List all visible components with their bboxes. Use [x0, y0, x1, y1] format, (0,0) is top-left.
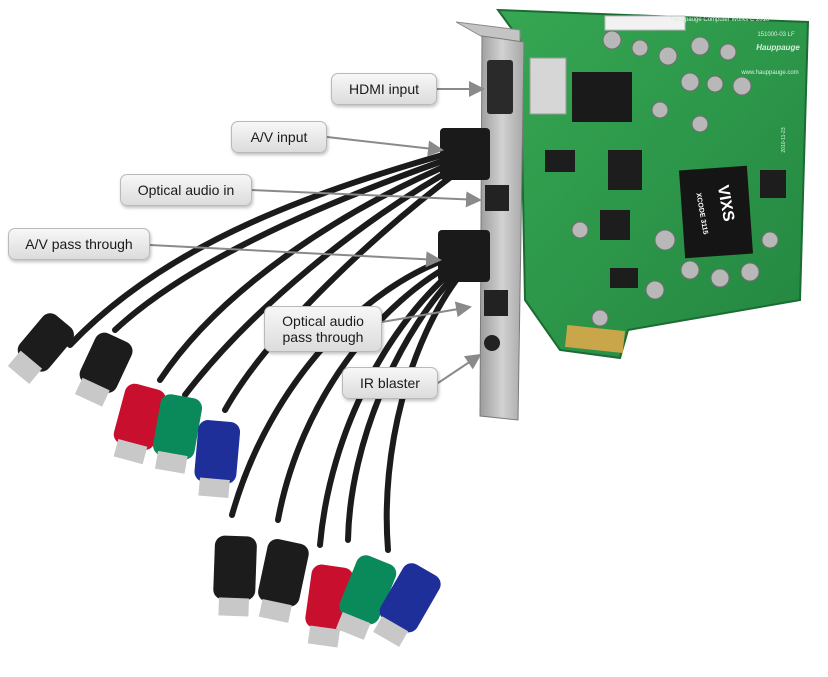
- rca-connectors-upper: [7, 313, 241, 499]
- chip-logo: VIXS: [714, 184, 737, 223]
- processor-chip: [572, 72, 632, 122]
- hdmi-shield: [529, 57, 567, 115]
- callout-optical-audio-in: Optical audio in: [120, 174, 252, 206]
- mounting-bracket: [455, 21, 525, 421]
- leader-ir-blaster: [437, 353, 482, 384]
- leader-av-input: [326, 136, 444, 157]
- maker-text: Hauppauge Computer Works C 2010: [671, 17, 770, 23]
- pcb-board: VIXS XCODE 3115 Hauppauge Computer Works…: [495, 8, 810, 360]
- rca-black-1: [7, 313, 74, 384]
- rca-green-1: [153, 394, 203, 474]
- callout-hdmi-input: HDMI input: [331, 73, 437, 105]
- hdmi-port: [487, 60, 513, 114]
- av-pass-plug: [438, 230, 490, 282]
- rca-black-2: [74, 332, 133, 407]
- rca-connectors-lower: [213, 535, 441, 648]
- optical-pass-port: [484, 290, 508, 316]
- rca-red-2: [305, 564, 354, 648]
- vixs-chip: VIXS XCODE 3115: [679, 165, 753, 259]
- rca-black-3: [213, 535, 257, 617]
- rca-black-4: [258, 539, 309, 623]
- rca-blue-1: [194, 420, 241, 499]
- brand-logo: Hauppauge: [756, 43, 800, 52]
- website-text: www.hauppauge.com: [740, 70, 798, 76]
- leader-optical-pass: [381, 301, 472, 323]
- ir-blaster-port: [484, 335, 500, 351]
- leader-av-pass: [149, 244, 442, 268]
- optical-in-port: [485, 185, 509, 211]
- cables: [67, 147, 463, 553]
- rca-red-1: [113, 383, 166, 465]
- callout-optical-audio-pass-through: Optical audio pass through: [264, 306, 382, 352]
- part-text: 151000-03 LF: [757, 32, 795, 38]
- callout-ir-blaster: IR blaster: [342, 367, 438, 399]
- date-text: 2010-11-23: [781, 127, 787, 152]
- callout-av-pass-through: A/V pass through: [8, 228, 150, 260]
- callout-av-input: A/V input: [231, 121, 327, 153]
- leader-optical-in: [251, 189, 482, 208]
- rca-blue-2: [373, 563, 441, 647]
- av-input-plug: [440, 128, 490, 180]
- leader-lines: [149, 81, 485, 384]
- capacitors: [571, 30, 779, 327]
